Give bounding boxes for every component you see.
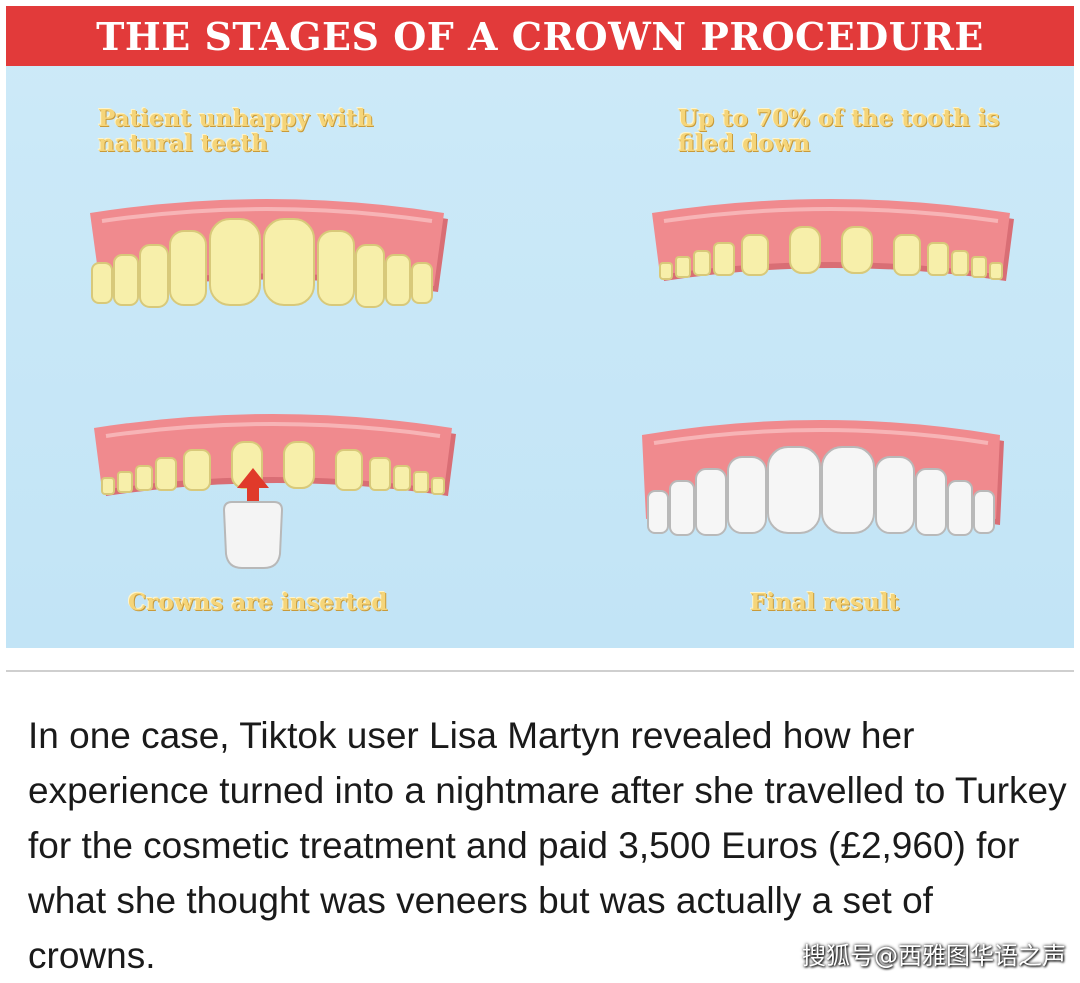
source-watermark: 搜狐号@西雅图华语之声 — [802, 942, 1066, 970]
stage-4-label: Final result — [750, 589, 900, 616]
article-paragraph: In one case, Tiktok user Lisa Martyn rev… — [28, 715, 1067, 976]
natural-teeth-illustration — [90, 199, 448, 308]
filed-teeth-illustration — [652, 199, 1014, 281]
stage-2-label: Up to 70% of the tooth is filed down — [678, 105, 1000, 157]
stage-3-label: Crowns are inserted — [128, 589, 388, 616]
title-bar: THE STAGES OF A CROWN PROCEDURE — [6, 6, 1074, 66]
crown-procedure-infographic: THE STAGES OF A CROWN PROCEDURE Patient … — [6, 6, 1074, 648]
section-divider — [6, 670, 1074, 672]
stage-1-label: Patient unhappy with natural teeth — [98, 105, 374, 157]
arrow-up-icon — [237, 468, 269, 504]
infographic-title: THE STAGES OF A CROWN PROCEDURE — [96, 13, 984, 59]
crown-insertion-illustration — [94, 414, 456, 569]
crowned-teeth-illustration — [642, 420, 1004, 536]
